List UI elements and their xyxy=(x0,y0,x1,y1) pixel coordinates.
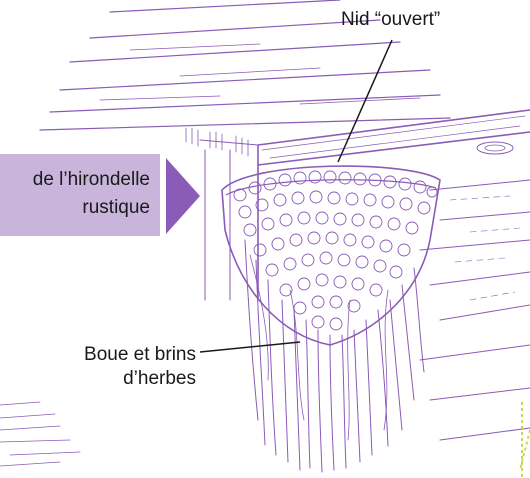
callout-arrow-icon xyxy=(166,158,200,234)
page-corner-mark xyxy=(520,402,530,478)
open-nest-label: Nid “ouvert” xyxy=(341,8,440,32)
species-callout-line1: de l’hirondelle xyxy=(0,166,150,194)
mud-grass-label: Boue et brins d’herbes xyxy=(30,343,196,391)
nest-cup xyxy=(222,166,440,345)
species-callout: de l’hirondelle rustique xyxy=(0,154,160,236)
species-callout-line2: rustique xyxy=(0,194,150,222)
grass-strands xyxy=(245,240,424,472)
mud-leader-line xyxy=(200,342,300,352)
mud-grass-label-line1: Boue et brins xyxy=(30,343,196,367)
mud-grass-label-line2: d’herbes xyxy=(30,367,196,391)
